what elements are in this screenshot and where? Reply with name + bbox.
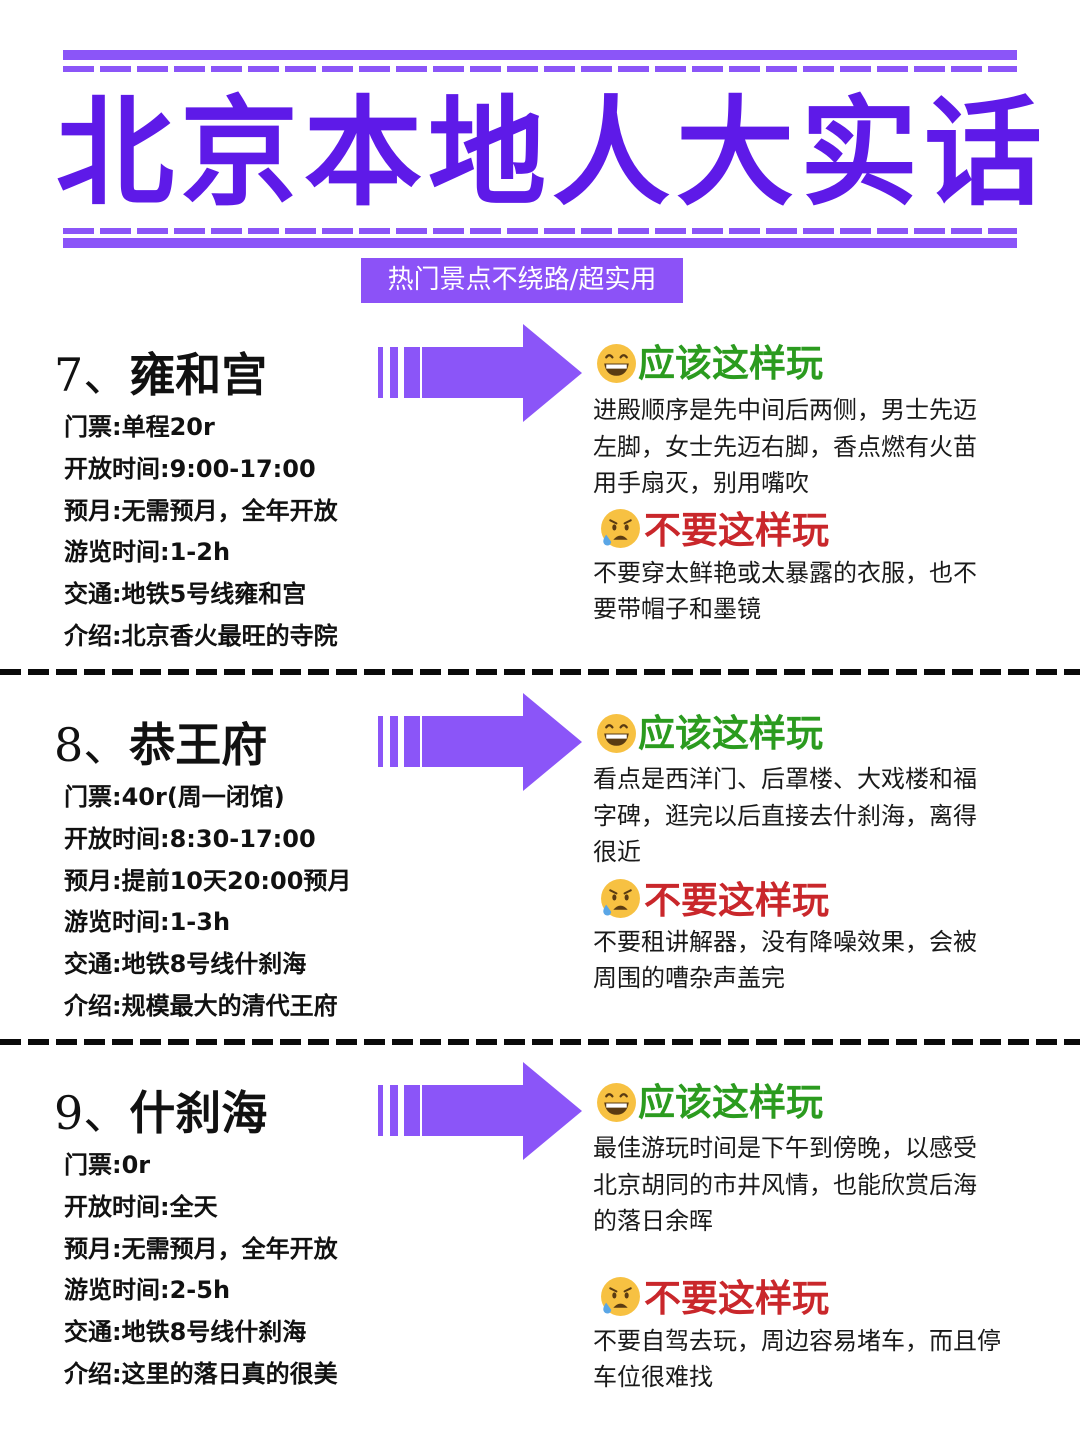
good-tip-line: 字碑，逛完以后直接去什刹海，离得 (593, 802, 977, 830)
section-divider (0, 1039, 1080, 1045)
good-heading: 应该这样玩 (638, 712, 823, 755)
attraction-number: 9、 (54, 1086, 130, 1140)
info-intro: 介绍:这里的落日真的很美 (64, 1360, 338, 1388)
bad-tip-line: 不要穿太鲜艳或太暴露的衣服，也不 (593, 559, 977, 587)
page-title: 北京本地人大实话 (56, 84, 1049, 222)
good-heading: 应该这样玩 (638, 342, 823, 385)
info-intro: 介绍:规模最大的清代王府 (64, 992, 338, 1020)
bad-heading: 不要这样玩 (644, 1277, 829, 1320)
attraction-number: 7、 (54, 348, 130, 402)
attraction-title: 9、什刹海 (54, 1085, 267, 1141)
attraction-name: 恭王府 (129, 718, 268, 772)
grinning-face-icon (597, 714, 636, 753)
sad-sweat-face-icon (601, 879, 640, 918)
bad-tip-line: 不要自驾去玩，周边容易堵车，而且停 (593, 1327, 1001, 1355)
bad-tip-line: 车位很难找 (593, 1363, 713, 1391)
info-transport: 交通:地铁8号线什刹海 (64, 1318, 307, 1346)
header-bottom-dashes (63, 228, 1017, 234)
info-reservation: 预月:无需预月，全年开放 (64, 1235, 338, 1263)
good-tip-line: 进殿顺序是先中间后两侧，男士先迈 (593, 396, 977, 424)
good-tip-line: 最佳游玩时间是下午到傍晚，以感受 (593, 1134, 977, 1162)
good-tip-line: 用手扇灭，别用嘴吹 (593, 469, 809, 497)
attraction-section-gongwangfu: 8、恭王府 门票:40r(周一闭馆) 开放时间:8:30-17:00 预月:提前… (0, 370, 1080, 1020)
bad-tip-line: 周围的嘈杂声盖完 (593, 964, 785, 992)
info-duration: 游览时间:2-5h (64, 1276, 231, 1304)
info-ticket: 门票:单程20r (64, 413, 215, 441)
attraction-section-yonghegong: 7、雍和宫 门票:单程20r 开放时间:9:00-17:00 预月:无需预月，全… (0, 0, 1080, 650)
attraction-title: 7、雍和宫 (54, 347, 267, 403)
subtitle-badge: 热门景点不绕路/超实用 (361, 258, 683, 303)
info-hours: 开放时间:全天 (64, 1193, 218, 1221)
arrow-right-icon (378, 693, 582, 791)
info-duration: 游览时间:1-2h (64, 538, 231, 566)
grinning-face-icon (597, 1083, 636, 1122)
good-tip-line: 很近 (593, 838, 641, 866)
info-intro: 介绍:北京香火最旺的寺院 (64, 622, 338, 650)
arrow-right-icon (378, 324, 582, 422)
good-tip-line: 的落日余晖 (593, 1207, 713, 1235)
info-hours: 开放时间:8:30-17:00 (64, 825, 316, 853)
info-ticket: 门票:40r(周一闭馆) (64, 783, 285, 811)
info-reservation: 预月:提前10天20:00预月 (64, 867, 352, 895)
header-top-dashes (63, 66, 1017, 72)
info-transport: 交通:地铁8号线什刹海 (64, 950, 307, 978)
good-tip-line: 看点是西洋门、后罩楼、大戏楼和福 (593, 765, 977, 793)
header-bottom-bar (63, 238, 1017, 248)
sad-sweat-face-icon (601, 509, 640, 548)
good-heading: 应该这样玩 (638, 1081, 823, 1124)
section-divider (0, 669, 1080, 675)
info-hours: 开放时间:9:00-17:00 (64, 455, 316, 483)
info-duration: 游览时间:1-3h (64, 908, 231, 936)
good-tip-line: 北京胡同的市井风情，也能欣赏后海 (593, 1171, 977, 1199)
bad-tip-line: 要带帽子和墨镜 (593, 595, 761, 623)
header-top-bar (63, 50, 1017, 60)
bad-heading: 不要这样玩 (644, 509, 829, 552)
bad-tip-line: 不要租讲解器，没有降噪效果，会被 (593, 928, 977, 956)
sad-sweat-face-icon (601, 1277, 640, 1316)
attraction-title: 8、恭王府 (54, 717, 267, 773)
arrow-right-icon (378, 1062, 582, 1160)
attraction-section-shichahai: 9、什刹海 门票:0r 开放时间:全天 预月:无需预月，全年开放 游览时间:2-… (0, 738, 1080, 1443)
good-tip-line: 左脚，女士先迈右脚，香点燃有火苗 (593, 433, 977, 461)
info-reservation: 预月:无需预月，全年开放 (64, 497, 338, 525)
attraction-name: 雍和宫 (129, 348, 268, 402)
attraction-number: 8、 (54, 718, 130, 772)
info-transport: 交通:地铁5号线雍和宫 (64, 580, 307, 608)
grinning-face-icon (597, 344, 636, 383)
info-ticket: 门票:0r (64, 1151, 151, 1179)
attraction-name: 什刹海 (129, 1086, 268, 1140)
bad-heading: 不要这样玩 (644, 879, 829, 922)
